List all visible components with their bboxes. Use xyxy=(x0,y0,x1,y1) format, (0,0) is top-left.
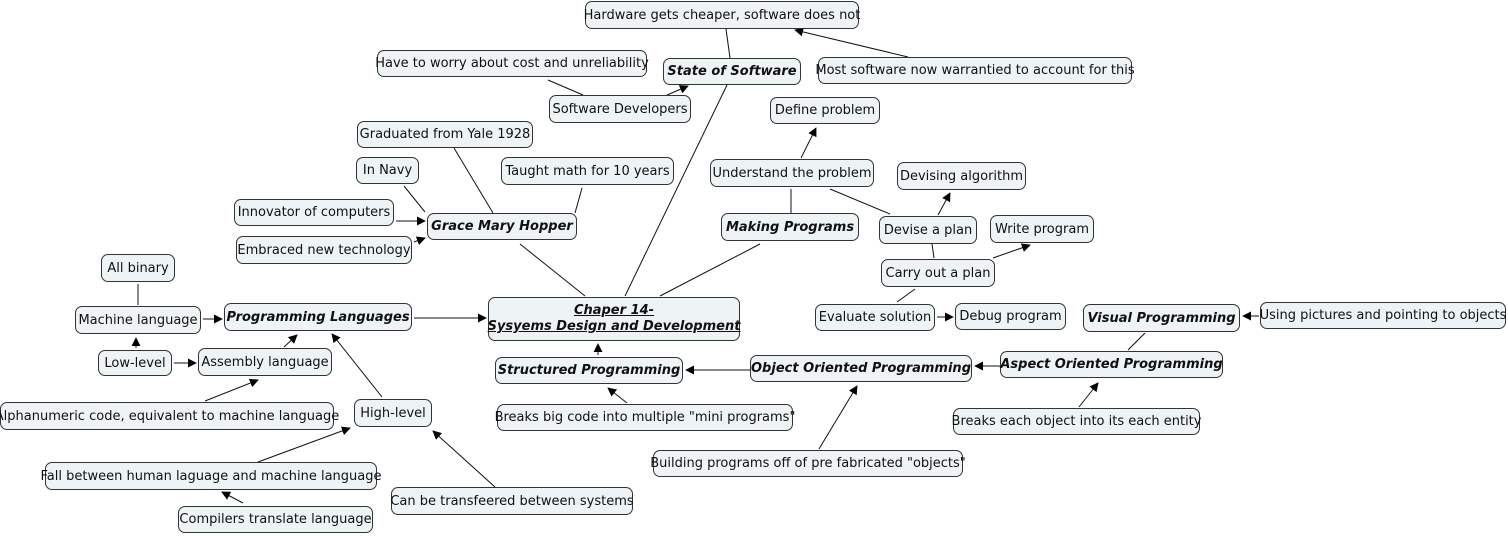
node-devise-plan[interactable]: Devise a plan xyxy=(879,216,977,244)
arrow-carry-write xyxy=(992,243,1031,259)
arrow-devise-devising xyxy=(937,192,951,216)
node-breaks-big-code[interactable]: Breaks big code into multiple "mini prog… xyxy=(495,404,795,431)
node-structured-programming[interactable]: Structured Programming xyxy=(495,357,683,384)
node-center[interactable]: Chaper 14- Sysyems Design and Developmen… xyxy=(488,297,740,341)
link-devise-carry xyxy=(931,243,935,259)
node-navy[interactable]: In Navy xyxy=(356,157,419,184)
arrow-warrantied-hardware xyxy=(794,27,909,58)
node-all-binary[interactable]: All binary xyxy=(101,254,175,282)
node-compilers[interactable]: Compilers translate language xyxy=(178,506,373,533)
arrow-assembly-proglang xyxy=(283,334,298,348)
link-understand-devise xyxy=(829,188,891,215)
arrow-transfer-high xyxy=(432,430,496,488)
node-debug-program[interactable]: Debug program xyxy=(955,303,1066,330)
arrow-embraced-grace xyxy=(413,236,426,245)
node-assembly-language[interactable]: Assembly language xyxy=(198,348,332,376)
node-state-of-software[interactable]: State of Software xyxy=(663,58,801,85)
node-embraced[interactable]: Embraced new technology xyxy=(236,236,412,264)
node-making-programs[interactable]: Making Programs xyxy=(721,213,859,241)
node-grace-hopper[interactable]: Grace Mary Hopper xyxy=(427,213,577,240)
arrow-breaksbig-structured xyxy=(607,387,628,404)
node-define-problem[interactable]: Define problem xyxy=(770,97,880,124)
node-write-program[interactable]: Write program xyxy=(990,215,1094,243)
node-software-developers[interactable]: Software Developers xyxy=(549,95,691,123)
node-understand-problem[interactable]: Understand the problem xyxy=(710,159,874,187)
node-worry[interactable]: Have to worry about cost and unreliabili… xyxy=(375,50,649,77)
node-hardware[interactable]: Hardware gets cheaper, software does not xyxy=(584,1,860,29)
node-programming-languages[interactable]: Programming Languages xyxy=(224,303,412,331)
link-state-hardware xyxy=(725,28,731,59)
node-alphanumeric[interactable]: Alphanumeric code, equivalent to machine… xyxy=(0,402,339,430)
arrow-compilers-fall xyxy=(221,491,244,504)
node-fall-between[interactable]: Fall between human laguage and machine l… xyxy=(41,462,381,490)
arrow-high-proglang xyxy=(331,333,383,398)
link-center-making xyxy=(659,243,761,297)
arrow-alnum-assembly xyxy=(204,378,259,402)
link-grace-yale xyxy=(453,147,494,214)
node-machine-language[interactable]: Machine language xyxy=(75,306,201,334)
link-grace-navy xyxy=(403,185,426,213)
node-devising-algorithm[interactable]: Devising algorithm xyxy=(897,162,1026,190)
link-carry-evaluate xyxy=(896,288,916,303)
center-line-2: Sysyems Design and Development xyxy=(487,319,741,334)
node-evaluate-solution[interactable]: Evaluate solution xyxy=(815,304,935,331)
link-worry-devs xyxy=(547,79,584,96)
node-high-level[interactable]: High-level xyxy=(354,399,432,427)
node-warrantied[interactable]: Most software now warrantied to account … xyxy=(815,57,1135,84)
node-taught[interactable]: Taught math for 10 years xyxy=(501,157,674,185)
node-breaks-each-object[interactable]: Breaks each object into its each entity xyxy=(952,408,1201,435)
node-yale[interactable]: Graduated from Yale 1928 xyxy=(357,121,533,148)
node-innovator[interactable]: Innovator of computers xyxy=(234,199,394,226)
node-visual-programming[interactable]: Visual Programming xyxy=(1083,304,1240,332)
arrow-building-oop xyxy=(818,385,858,450)
node-using-pictures[interactable]: Using pictures and pointing to objects xyxy=(1260,302,1506,329)
node-object-oriented[interactable]: Object Oriented Programming xyxy=(750,355,972,382)
arrow-fall-high xyxy=(257,426,351,463)
arrow-understand-define xyxy=(800,127,817,159)
node-building-programs[interactable]: Building programs off of pre fabricated … xyxy=(650,450,966,477)
node-low-level[interactable]: Low-level xyxy=(98,350,172,376)
link-center-state xyxy=(624,84,728,297)
node-transferable[interactable]: Can be transfeered between systems xyxy=(390,487,634,515)
link-center-grace xyxy=(519,243,586,297)
link-visual-aop xyxy=(1127,332,1146,351)
arrow-devs-state xyxy=(666,85,689,96)
center-line-1: Chaper 14- xyxy=(573,303,655,318)
link-grace-taught xyxy=(574,187,583,214)
node-aspect-oriented[interactable]: Aspect Oriented Programming xyxy=(1000,351,1223,378)
node-carry-out-plan[interactable]: Carry out a plan xyxy=(881,259,995,287)
arrow-breakseach-aop xyxy=(1078,382,1099,408)
